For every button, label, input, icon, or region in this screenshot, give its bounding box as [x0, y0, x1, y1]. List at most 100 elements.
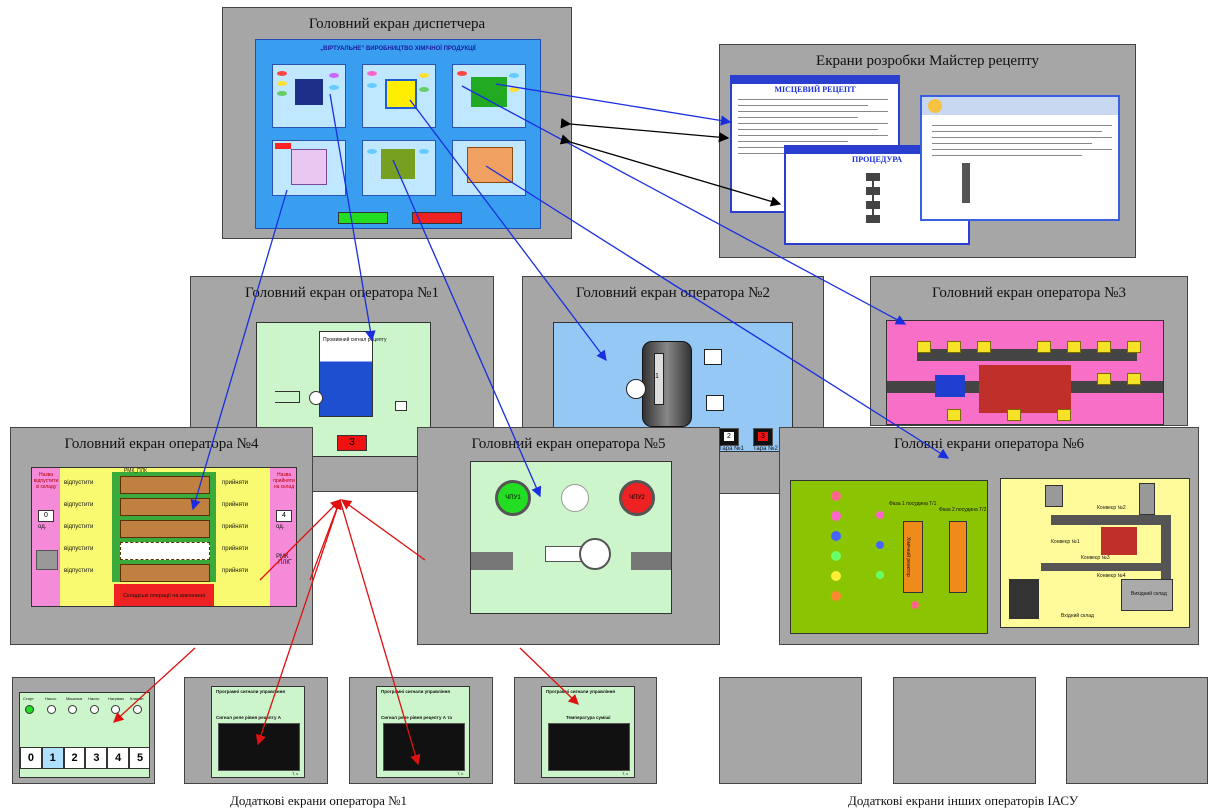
op6-conveyor4-label: Конвеєр №4: [1097, 573, 1126, 579]
extra2-chart-title: Сигнал реле рівня рецепту А: [216, 715, 281, 720]
op5-center-circle: [561, 484, 589, 512]
op2-tank: [642, 341, 692, 427]
op6-output-wh: [1121, 579, 1173, 611]
extra-panel-2: Програмні сигнали управління Сигнал реле…: [184, 677, 328, 784]
op2-tank2: 3: [753, 428, 773, 446]
extra3-signals-title: Програмні сигнали управління: [381, 689, 450, 694]
op4-left-header: Назва відпустити зі складу: [33, 472, 59, 490]
extra4-chart: [548, 723, 630, 771]
extra-screen-2[interactable]: Програмні сигнали управління Сигнал реле…: [211, 686, 305, 778]
op5-panel: Головний екран оператора №5 ЧПУ1 ЧПУ2: [417, 427, 720, 645]
op1-gripper-icon: [275, 391, 300, 403]
op2-tank2-value: 3: [758, 432, 768, 441]
op6-conveyor-down: [1161, 515, 1171, 595]
op2-title: Головний екран оператора №2: [576, 285, 770, 301]
recipe-panel: Екрани розробки Майстер рецепту МІСЦЕВИЙ…: [719, 44, 1136, 258]
dispatcher-tile-2[interactable]: [362, 64, 436, 128]
dispatcher-tile-3[interactable]: [452, 64, 526, 128]
dispatcher-banner: „ВІРТУАЛЬНЕ” ВИРОБНИЦТВО ХІМІЧНОЇ ПРОДУК…: [320, 46, 476, 52]
extra1-digit-4[interactable]: 4: [107, 747, 130, 769]
op6-panel: Головні екрани оператора №6 Хімічний реа…: [779, 427, 1199, 645]
op3-robot-area: [979, 365, 1071, 413]
op6-conveyor2-label: Конвеєр №2: [1097, 505, 1126, 511]
op2-fan-icon: [626, 379, 646, 399]
dispatcher-tile-1[interactable]: [272, 64, 346, 128]
extra1-digit-3[interactable]: 3: [85, 747, 108, 769]
op2-valve-top[interactable]: [704, 349, 722, 365]
op4-rack-4: [120, 542, 210, 560]
op4-release-5[interactable]: відпустити: [64, 568, 94, 574]
dispatcher-screen[interactable]: „ВІРТУАЛЬНЕ” ВИРОБНИЦТВО ХІМІЧНОЇ ПРОДУК…: [255, 39, 541, 229]
op3-screen[interactable]: [886, 320, 1164, 425]
op6-vessel-2b: [1139, 483, 1155, 515]
op6-robot-area: [1101, 527, 1137, 555]
op2-tank2-label: Тара №2: [753, 446, 778, 452]
op2-tank1-value: 2: [724, 432, 734, 441]
extra2-time-label: T, с: [292, 771, 299, 776]
extra4-signals-title: Програмні сигнали управління: [546, 689, 615, 694]
op4-rack-5: [120, 564, 210, 582]
op4-accept-5[interactable]: прийняти: [222, 568, 248, 574]
op4-title: Головний екран оператора №4: [64, 436, 259, 452]
op3-conveyor-top: [917, 349, 1137, 361]
op6-conveyor-mid: [1041, 563, 1161, 571]
op4-screen[interactable]: Назва відпустити зі складу 0 од. Назва п…: [31, 467, 297, 607]
op6-screen-left[interactable]: Хімічний реактор Фаза 1 посудина Т/1 Фаз…: [790, 480, 988, 634]
dispatcher-tile-4[interactable]: [272, 140, 346, 196]
op4-accept-3[interactable]: прийняти: [222, 524, 248, 530]
extra4-time-label: T, с: [622, 771, 629, 776]
op4-accept-1[interactable]: прийняти: [222, 480, 248, 486]
op2-valve-bottom[interactable]: [706, 395, 724, 411]
op1-mixer-icon: [309, 391, 323, 405]
op6-input-label: Вхідний склад: [1061, 613, 1094, 619]
op4-accept-2[interactable]: прийняти: [222, 502, 248, 508]
op2-tank1: 2: [719, 428, 739, 446]
op1-alarm-value: 3: [349, 437, 355, 448]
op4-release-2[interactable]: відпустити: [64, 502, 94, 508]
extra-screen-1[interactable]: 0 1 2 3 4 5 Старт Насос Мішалка Насос На…: [19, 692, 150, 778]
op4-rack-1: [120, 476, 210, 494]
op5-screen[interactable]: ЧПУ1 ЧПУ2: [470, 461, 672, 614]
op4-release-3[interactable]: відпустити: [64, 524, 94, 530]
arrow-red-7: [340, 499, 426, 561]
op4-warehouse-label: Складські операції на виконанні: [123, 593, 205, 599]
op4-release-1[interactable]: відпустити: [64, 480, 94, 486]
extra-screen-3[interactable]: Програмні сигнали управління Сигнал реле…: [376, 686, 470, 778]
recipe-doc-word[interactable]: [920, 95, 1120, 221]
op4-pmk-label: РМК_ ПЛК: [276, 554, 292, 566]
op5-button-right[interactable]: ЧПУ2: [619, 480, 655, 516]
op3-title: Головний екран оператора №3: [932, 285, 1126, 301]
op1-title: Головний екран оператора №1: [245, 285, 439, 301]
op4-right-header: Назва прийняти на склад: [273, 472, 295, 490]
extra-other-2: [893, 677, 1036, 784]
extra-other-1: [719, 677, 862, 784]
extra2-chart: [218, 723, 300, 771]
op4-warehouse-status: Складські операції на виконанні: [114, 584, 214, 606]
op4-release-4[interactable]: відпустити: [64, 546, 94, 552]
arrow-red-6: [309, 498, 342, 581]
arrow-recipe-1: [560, 118, 730, 143]
extra1-digit-2[interactable]: 2: [63, 747, 86, 769]
extra1-digit-1[interactable]: 1: [41, 747, 64, 769]
op2-tank1-label: Тара №1: [719, 446, 744, 452]
extra-screen-4[interactable]: Програмні сигнали управління Температура…: [541, 686, 635, 778]
op1-valve-icon[interactable]: [395, 401, 407, 411]
extra1-digit-5[interactable]: 5: [129, 747, 149, 769]
extra-panel-1: 0 1 2 3 4 5 Старт Насос Мішалка Насос На…: [12, 677, 155, 784]
op6-output-label: Вихідний склад: [1131, 591, 1167, 597]
extra1-col-0: Старт: [23, 696, 34, 701]
recipe-title: Екрани розробки Майстер рецепту: [816, 53, 1039, 69]
dispatcher-tile-5[interactable]: [362, 140, 436, 196]
caption-op1-extra: Додаткові екрани оператора №1: [230, 793, 407, 808]
op6-screen-right[interactable]: Конвеєр №1 Конвеєр №2 Конвеєр №3 Конвеєр…: [1000, 478, 1190, 628]
op6-vessel-1: [1045, 485, 1063, 507]
op4-right-unit: од.: [276, 524, 285, 530]
op6-vessel-2: [949, 521, 967, 593]
dispatcher-tile-6[interactable]: [452, 140, 526, 196]
dispatcher-red-button[interactable]: [412, 212, 462, 224]
op6-reactor-label: Хімічний реактор: [905, 537, 911, 577]
extra1-digit-0[interactable]: 0: [20, 747, 42, 769]
op4-accept-4[interactable]: прийняти: [222, 546, 248, 552]
op5-button-left[interactable]: ЧПУ1: [495, 480, 531, 516]
dispatcher-green-button[interactable]: [338, 212, 388, 224]
